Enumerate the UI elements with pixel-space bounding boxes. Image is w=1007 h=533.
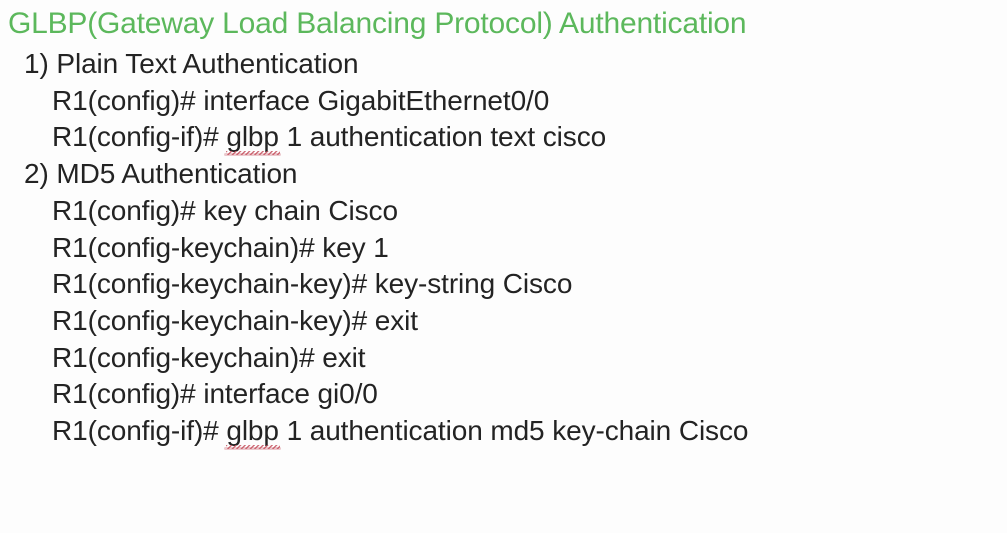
section-heading-plain-text: 1) Plain Text Authentication bbox=[24, 48, 359, 79]
cli-command: 1 authentication md5 key-chain Cisco bbox=[278, 415, 749, 447]
command-line: R1(config)# interface gi0/0 bbox=[8, 376, 1007, 413]
command-line: R1(config-keychain)# exit bbox=[8, 340, 1007, 377]
misspelled-word-glbp: glbp bbox=[224, 413, 281, 450]
cli-prompt: R1(config-if)# bbox=[52, 121, 219, 153]
cli-prompt: R1(config)# bbox=[52, 194, 196, 226]
cli-prompt: R1(config-if)# bbox=[52, 415, 219, 447]
cli-command: key chain Cisco bbox=[203, 194, 398, 226]
cli-command: exit bbox=[374, 304, 418, 336]
command-line: R1(config-keychain)# key 1 bbox=[8, 230, 1007, 267]
cli-prompt: R1(config)# bbox=[52, 378, 196, 410]
cli-command: key 1 bbox=[322, 231, 389, 263]
command-line: R1(config)# interface GigabitEthernet0/0 bbox=[8, 83, 1007, 120]
slide-title: GLBP(Gateway Load Balancing Protocol) Au… bbox=[8, 7, 747, 40]
cli-prompt: R1(config-keychain-key)# bbox=[52, 268, 368, 300]
command-line: R1(config-if)# glbp 1 authentication md5… bbox=[8, 413, 1007, 450]
cli-command: interface GigabitEthernet0/0 bbox=[203, 84, 550, 116]
misspelled-word-glbp: glbp bbox=[224, 119, 281, 156]
cli-prompt: R1(config-keychain-key)# bbox=[52, 304, 368, 336]
cli-prompt: R1(config-keychain)# bbox=[52, 341, 315, 373]
cli-prompt: R1(config)# bbox=[52, 84, 196, 116]
command-line: R1(config)# key chain Cisco bbox=[8, 193, 1007, 230]
cli-prompt: R1(config-keychain)# bbox=[52, 231, 315, 263]
cli-command: 1 authentication text cisco bbox=[278, 121, 607, 153]
cli-command: key-string Cisco bbox=[374, 268, 573, 300]
command-line: R1(config-keychain-key)# key-string Cisc… bbox=[8, 266, 1007, 303]
command-line: R1(config-if)# glbp 1 authentication tex… bbox=[8, 119, 1007, 156]
command-line: R1(config-keychain-key)# exit bbox=[8, 303, 1007, 340]
cli-command: interface gi0/0 bbox=[203, 378, 378, 410]
slide-body: 1) Plain Text Authentication R1(config)#… bbox=[0, 46, 1007, 450]
cli-command: exit bbox=[322, 341, 366, 373]
section-heading-md5: 2) MD5 Authentication bbox=[24, 158, 298, 190]
